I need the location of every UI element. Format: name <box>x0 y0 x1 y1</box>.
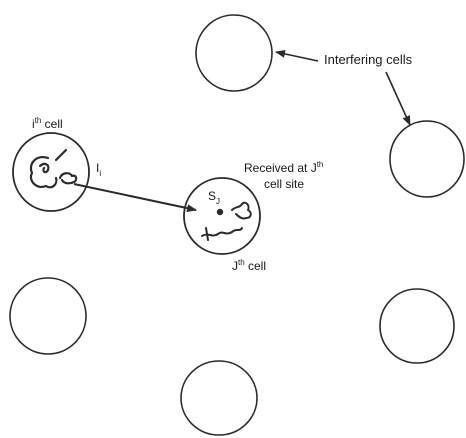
jth-cell <box>183 177 261 255</box>
signal-i-label: Ii <box>96 161 101 178</box>
signal-j-label: SJ <box>208 189 220 206</box>
wireless-source-icon <box>29 148 78 189</box>
interference-arrow <box>73 183 197 213</box>
interfering-cell-top <box>195 14 273 92</box>
interfering-cells-label: Interfering cells <box>324 52 413 67</box>
jth-cell-label: Jth cell <box>232 258 266 273</box>
interfering-pointer-right <box>385 71 411 126</box>
received-label-line1: Received at Jth <box>244 160 323 175</box>
interfering-cell-bottom <box>180 360 258 436</box>
interfering-cell-bottom-right <box>379 288 455 364</box>
wireless-receiver-icon <box>201 201 252 241</box>
received-label-line2: cell site <box>264 177 304 191</box>
interfering-cell-bottom-left <box>9 277 87 355</box>
interfering-cell-right <box>389 120 465 198</box>
interfering-pointer-top <box>275 49 319 62</box>
ith-cell <box>12 132 90 212</box>
ith-cell-label: ith cell <box>32 116 63 131</box>
